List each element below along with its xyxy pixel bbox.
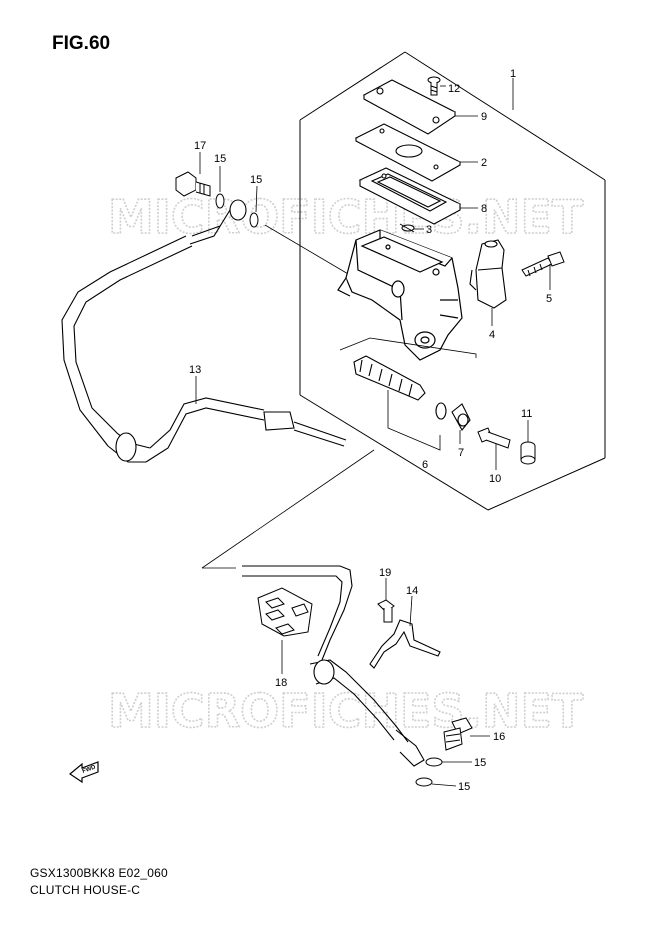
callout-labels: 1 9 2 3 4 5 6 7 8 10 11 12 13 14 15 15 1… xyxy=(189,68,552,793)
gasket-lower-2 xyxy=(415,777,433,787)
watermark-lower: MICROFICHES.NET xyxy=(108,684,584,738)
callout-3: 3 xyxy=(426,224,432,236)
figure-title: FIG.60 xyxy=(52,33,111,54)
callout-15-lower-1: 15 xyxy=(474,757,486,769)
callout-16: 16 xyxy=(493,731,505,743)
callout-9: 9 xyxy=(481,111,487,123)
callout-15-lower-2: 15 xyxy=(458,781,470,793)
callout-14: 14 xyxy=(406,585,418,597)
callout-13: 13 xyxy=(189,364,201,376)
callout-12: 12 xyxy=(448,83,460,95)
gasket-lower-1 xyxy=(425,757,443,767)
clutch-hose xyxy=(61,199,347,463)
reservoir-plate xyxy=(354,123,462,182)
model-code: GSX1300BKK8 E02_060 xyxy=(30,866,168,880)
callout-6: 6 xyxy=(422,459,428,471)
leader-lines xyxy=(195,78,551,787)
leader-hose-to-cylinder xyxy=(264,224,356,279)
callout-19: 19 xyxy=(379,567,391,579)
hose-break-lines xyxy=(201,449,375,569)
union-bolt-upper xyxy=(175,171,211,197)
callout-7: 7 xyxy=(458,447,464,459)
assembly-boundary xyxy=(299,51,606,511)
clutch-hose-lower xyxy=(242,565,425,767)
cap-screw xyxy=(427,76,441,96)
gasket-upper-left xyxy=(215,193,225,209)
callout-5: 5 xyxy=(546,293,552,305)
callout-18: 18 xyxy=(275,677,287,689)
callout-11: 11 xyxy=(521,408,532,420)
boot xyxy=(435,402,471,431)
callout-17: 17 xyxy=(194,140,206,152)
holder xyxy=(469,239,507,309)
reservoir-cap xyxy=(362,79,457,135)
callout-4: 4 xyxy=(489,329,495,341)
callout-10: 10 xyxy=(489,473,501,485)
diaphragm xyxy=(358,167,462,225)
lever-pivot-bolt xyxy=(477,427,511,449)
clip xyxy=(399,223,415,233)
clamp xyxy=(369,619,441,669)
callout-2: 2 xyxy=(481,157,487,169)
hose-guide xyxy=(257,587,313,637)
callout-1: 1 xyxy=(510,68,516,80)
callout-15-upper-right: 15 xyxy=(250,174,262,186)
front-direction-indicator: FWD xyxy=(68,761,99,784)
front-indicator-label: FWD xyxy=(82,764,98,775)
watermark-upper: MICROFICHES.NET xyxy=(108,190,584,244)
nut xyxy=(520,441,536,465)
union-bolt-lower xyxy=(443,717,473,751)
callout-8: 8 xyxy=(481,203,487,215)
piston-set xyxy=(339,337,477,451)
clamp-bolt xyxy=(377,599,395,623)
callout-15-upper-left: 15 xyxy=(214,153,226,165)
group-name: CLUTCH HOUSE-C xyxy=(30,883,141,897)
gasket-upper-right xyxy=(249,212,259,228)
master-cylinder-body xyxy=(337,229,463,361)
holder-bolt xyxy=(521,251,565,277)
